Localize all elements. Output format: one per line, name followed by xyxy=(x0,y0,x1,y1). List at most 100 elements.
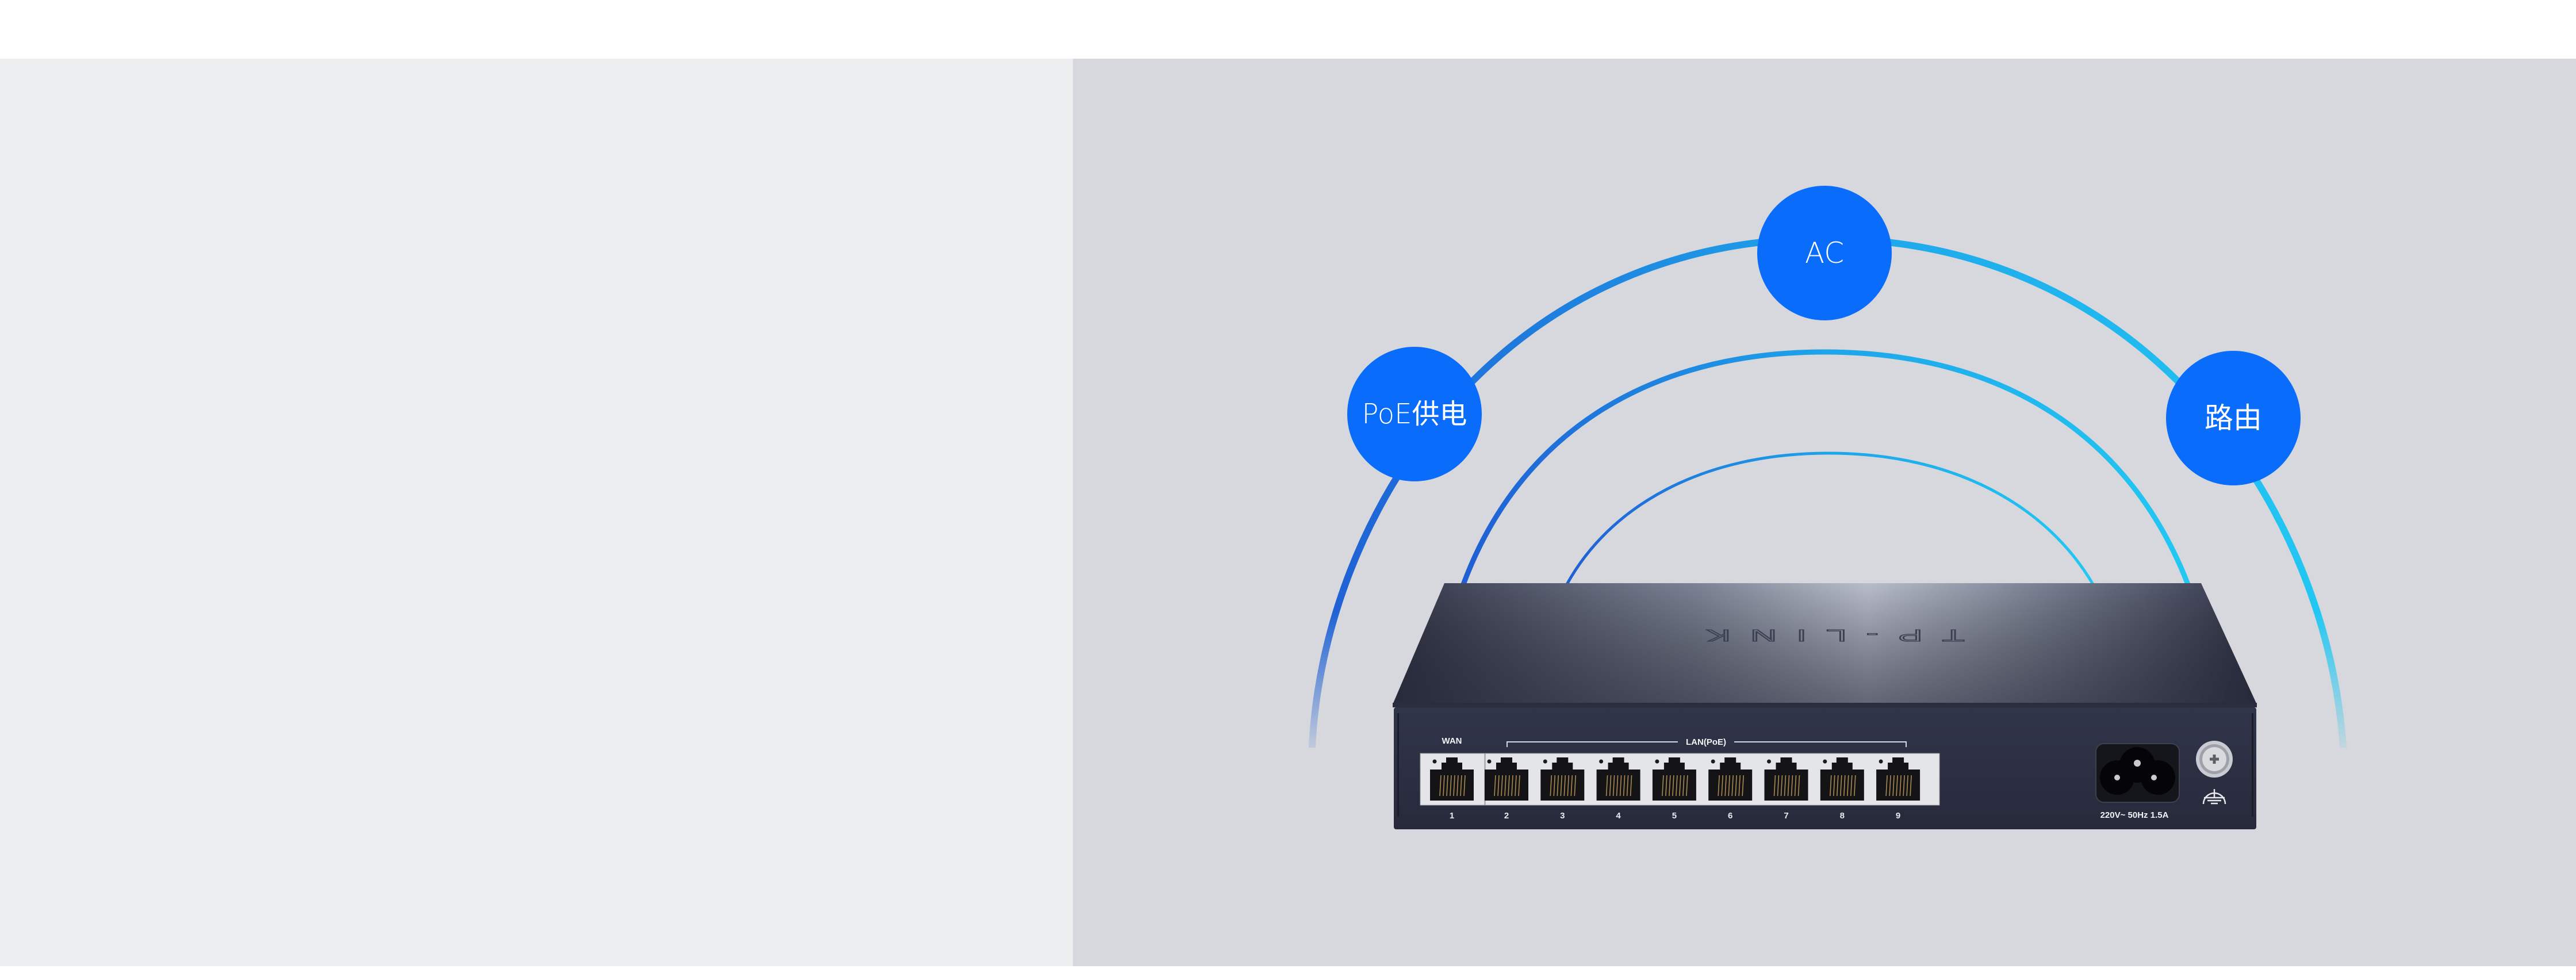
ethernet-port-7: 7 xyxy=(1764,757,1808,821)
port-jack xyxy=(1708,757,1753,801)
port-number-label: 3 xyxy=(1560,811,1565,821)
port-pin xyxy=(1665,775,1667,797)
feature-bubble-poe: PoE供电 xyxy=(1347,347,1482,481)
port-number-label: 4 xyxy=(1616,811,1621,821)
port-led xyxy=(1543,759,1547,764)
panel-seam-right xyxy=(2252,713,2253,817)
port-pin xyxy=(1560,775,1563,797)
port-pin xyxy=(1735,775,1737,797)
port-pin xyxy=(1609,775,1612,797)
port-pin xyxy=(1497,775,1500,797)
port-pin xyxy=(1837,775,1839,797)
port-pin xyxy=(1460,775,1462,797)
port-pin xyxy=(1833,775,1835,797)
port-pin xyxy=(1797,775,1800,797)
port-number-label: 8 xyxy=(1840,811,1845,821)
port-pin xyxy=(1508,775,1510,797)
port-pin xyxy=(1784,775,1787,797)
wan-label: WAN xyxy=(1442,736,1462,746)
port-pin xyxy=(1738,775,1741,797)
port-pin xyxy=(1724,775,1727,797)
bubble-label-routing: 路由 xyxy=(2205,401,2262,435)
port-pin xyxy=(1731,775,1734,797)
port-pin xyxy=(1718,775,1720,797)
port-jack xyxy=(1820,757,1864,801)
port-pin xyxy=(1511,775,1513,797)
port-pin xyxy=(1896,775,1898,797)
port-pin xyxy=(1453,775,1455,797)
lid-edge xyxy=(1393,703,2257,707)
port-pin xyxy=(1686,775,1688,797)
port-pin xyxy=(1623,775,1626,797)
port-led xyxy=(1823,759,1827,764)
port-pin xyxy=(1494,775,1496,797)
inner-signal-arc xyxy=(1565,451,2095,585)
port-number-label: 7 xyxy=(1784,811,1788,821)
left-panel xyxy=(0,59,1073,966)
port-pin xyxy=(1553,775,1556,797)
ethernet-port-5: 5 xyxy=(1652,757,1696,821)
power-socket-icon xyxy=(2095,743,2180,803)
port-led xyxy=(1711,759,1715,764)
bubble-label-poe: PoE供电 xyxy=(1362,398,1467,430)
ethernet-port-4: 4 xyxy=(1596,757,1640,821)
port-pin xyxy=(1721,775,1723,797)
bubble-circle xyxy=(1347,347,1482,481)
port-pin xyxy=(1889,775,1891,797)
port-pin xyxy=(1570,775,1573,797)
port-led xyxy=(1655,759,1659,764)
port-pin xyxy=(1550,775,1552,797)
port-pin xyxy=(1605,775,1608,797)
top-whitespace xyxy=(0,0,2576,59)
port-pin xyxy=(1843,775,1846,797)
port-led xyxy=(1487,759,1492,764)
port-pin xyxy=(1830,775,1832,797)
port-pin xyxy=(1567,775,1570,797)
feature-bubble-ac: AC xyxy=(1757,186,1892,320)
port-pin xyxy=(1676,775,1678,797)
port-jack xyxy=(1596,757,1640,801)
port-number-label: 6 xyxy=(1728,811,1732,821)
feature-bubble-routing: 路由 xyxy=(2166,351,2301,485)
power-rating-label: 220V~ 50Hz 1.5A xyxy=(2100,810,2169,820)
port-pin xyxy=(1662,775,1664,797)
port-pin xyxy=(1850,775,1853,797)
port-number-label: 1 xyxy=(1450,811,1454,821)
ethernet-port-1: 1 xyxy=(1430,757,1474,821)
lan-label: LAN(PoE) xyxy=(1686,737,1726,747)
port-pin xyxy=(1515,775,1517,797)
port-pin xyxy=(1899,775,1902,797)
ethernet-port-8: 8 xyxy=(1820,757,1864,821)
port-pin xyxy=(1791,775,1793,797)
port-jack xyxy=(1430,757,1474,801)
port-pin xyxy=(1504,775,1506,797)
port-pin xyxy=(1794,775,1797,797)
port-pin xyxy=(1443,775,1445,797)
port-jack xyxy=(1652,757,1696,801)
port-number-label: 5 xyxy=(1672,811,1677,821)
bubble-circle xyxy=(1757,186,1892,320)
ground-symbol-icon xyxy=(2202,789,2226,805)
port-pin xyxy=(1463,775,1466,797)
port-pin xyxy=(1773,775,1776,797)
port-pin xyxy=(1626,775,1629,797)
port-pin xyxy=(1777,775,1780,797)
ethernet-port-3: 3 xyxy=(1540,757,1585,821)
bubble-label-ac: AC xyxy=(1805,236,1844,270)
port-pin xyxy=(1903,775,1905,797)
ground-screw-icon xyxy=(2196,741,2233,778)
panel-seam-left xyxy=(1397,713,1399,817)
lid-shading xyxy=(1393,583,2257,705)
port-led xyxy=(1767,759,1771,764)
lan-label-bracket xyxy=(1506,741,1907,747)
port-pin xyxy=(1619,775,1622,797)
port-led xyxy=(1879,759,1883,764)
port-pin xyxy=(1682,775,1685,797)
port-pin xyxy=(1612,775,1615,797)
port-jack xyxy=(1540,757,1585,801)
port-jack xyxy=(1485,757,1528,801)
bottom-whitespace xyxy=(0,966,2576,980)
port-pin xyxy=(1892,775,1895,797)
ethernet-port-6: 6 xyxy=(1708,757,1753,821)
